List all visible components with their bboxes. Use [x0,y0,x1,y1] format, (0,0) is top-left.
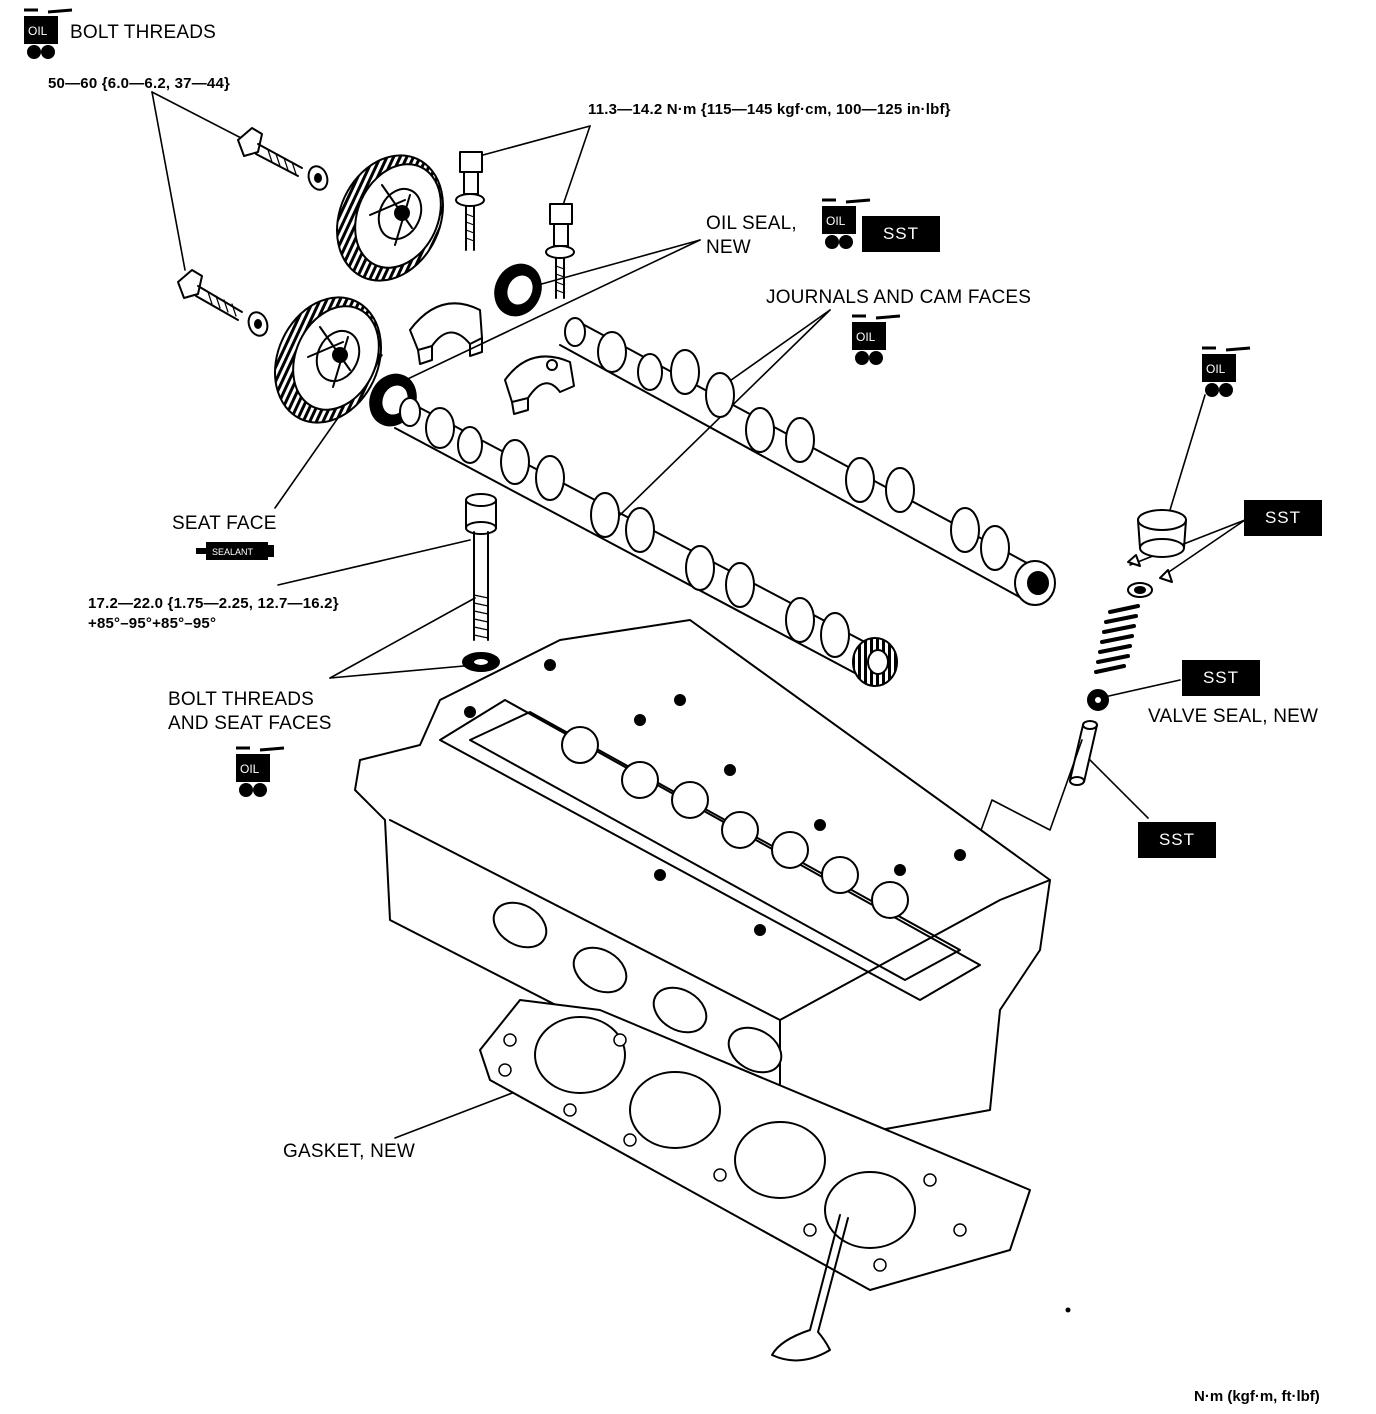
svg-text:OIL: OIL [826,214,846,228]
torque-sprocket-bolt: 50—60 {6.0—6.2, 37—44} [48,75,231,92]
valve-guide [1069,720,1098,786]
sst-badge: SST [862,216,940,252]
torque-head-bolt-angle: +85°–95°+85°–95° [88,615,217,632]
valve-spring [1094,604,1140,674]
svg-text:OIL: OIL [1206,362,1226,376]
svg-text:SEALANT: SEALANT [212,547,254,557]
camshaft-lower [394,397,898,687]
head-gasket [479,999,1031,1291]
camshaft-cap-right [504,355,575,415]
camshaft-sprocket-exhaust [336,154,444,282]
valve-seal-part [1087,689,1109,711]
label-oil-seal-new: NEW [706,237,751,258]
label-bolt-threads-seat: BOLT THREADS [168,689,314,710]
camshaft-cap-left [409,302,483,365]
label-oil-seal: OIL SEAL, [706,213,797,234]
label-valve-seal: VALVE SEAL, NEW [1148,706,1319,727]
sprocket-bolt-upper [237,127,329,191]
svg-text:OIL: OIL [28,24,48,38]
valve [771,1214,849,1362]
camshaft-upper [559,317,1056,606]
stray-dot [1065,1307,1071,1313]
label-bolt-threads: BOLT THREADS [70,22,216,43]
units-note: N·m (kgf·m, ft·lbf) [1194,1388,1320,1405]
sprocket-bolt-lower [177,269,269,337]
cap-bolt-right [545,203,575,299]
cap-bolt-left [455,151,485,251]
label-seat-face: SEAT FACE [172,513,277,534]
sst-badge: SST [1138,822,1216,858]
label-seat-faces: AND SEAT FACES [168,713,332,734]
oil-can-icon: OIL [852,314,901,365]
oil-can-icon: OIL [822,198,871,249]
torque-camshaft-cap-bolt: 11.3—14.2 N·m {115—145 kgf·cm, 100—125 i… [588,101,951,118]
camshaft-sprocket-intake [274,296,382,424]
label-journals-cam-faces: JOURNALS AND CAM FACES [766,287,1032,308]
svg-text:OIL: OIL [240,762,260,776]
oil-can-icon: OIL [24,8,73,59]
oil-can-icon: OIL [1202,346,1251,397]
sst-badge: SST [1182,660,1260,696]
sealant-tube-icon: SEALANT [196,542,274,560]
sst-badge: SST [1244,500,1322,536]
svg-text:OIL: OIL [856,330,876,344]
cylinder-head [354,619,1051,1139]
oil-can-icon: OIL [236,746,285,797]
label-gasket: GASKET, NEW [283,1141,416,1162]
valve-lifter [1137,509,1187,558]
spring-retainer [1127,582,1153,598]
valve-keepers [1127,554,1173,583]
oil-seal-upper [494,263,542,317]
torque-head-bolt: 17.2—22.0 {1.75—2.25, 12.7—16.2} [88,595,339,612]
cylinder-head-bolt [462,493,500,672]
